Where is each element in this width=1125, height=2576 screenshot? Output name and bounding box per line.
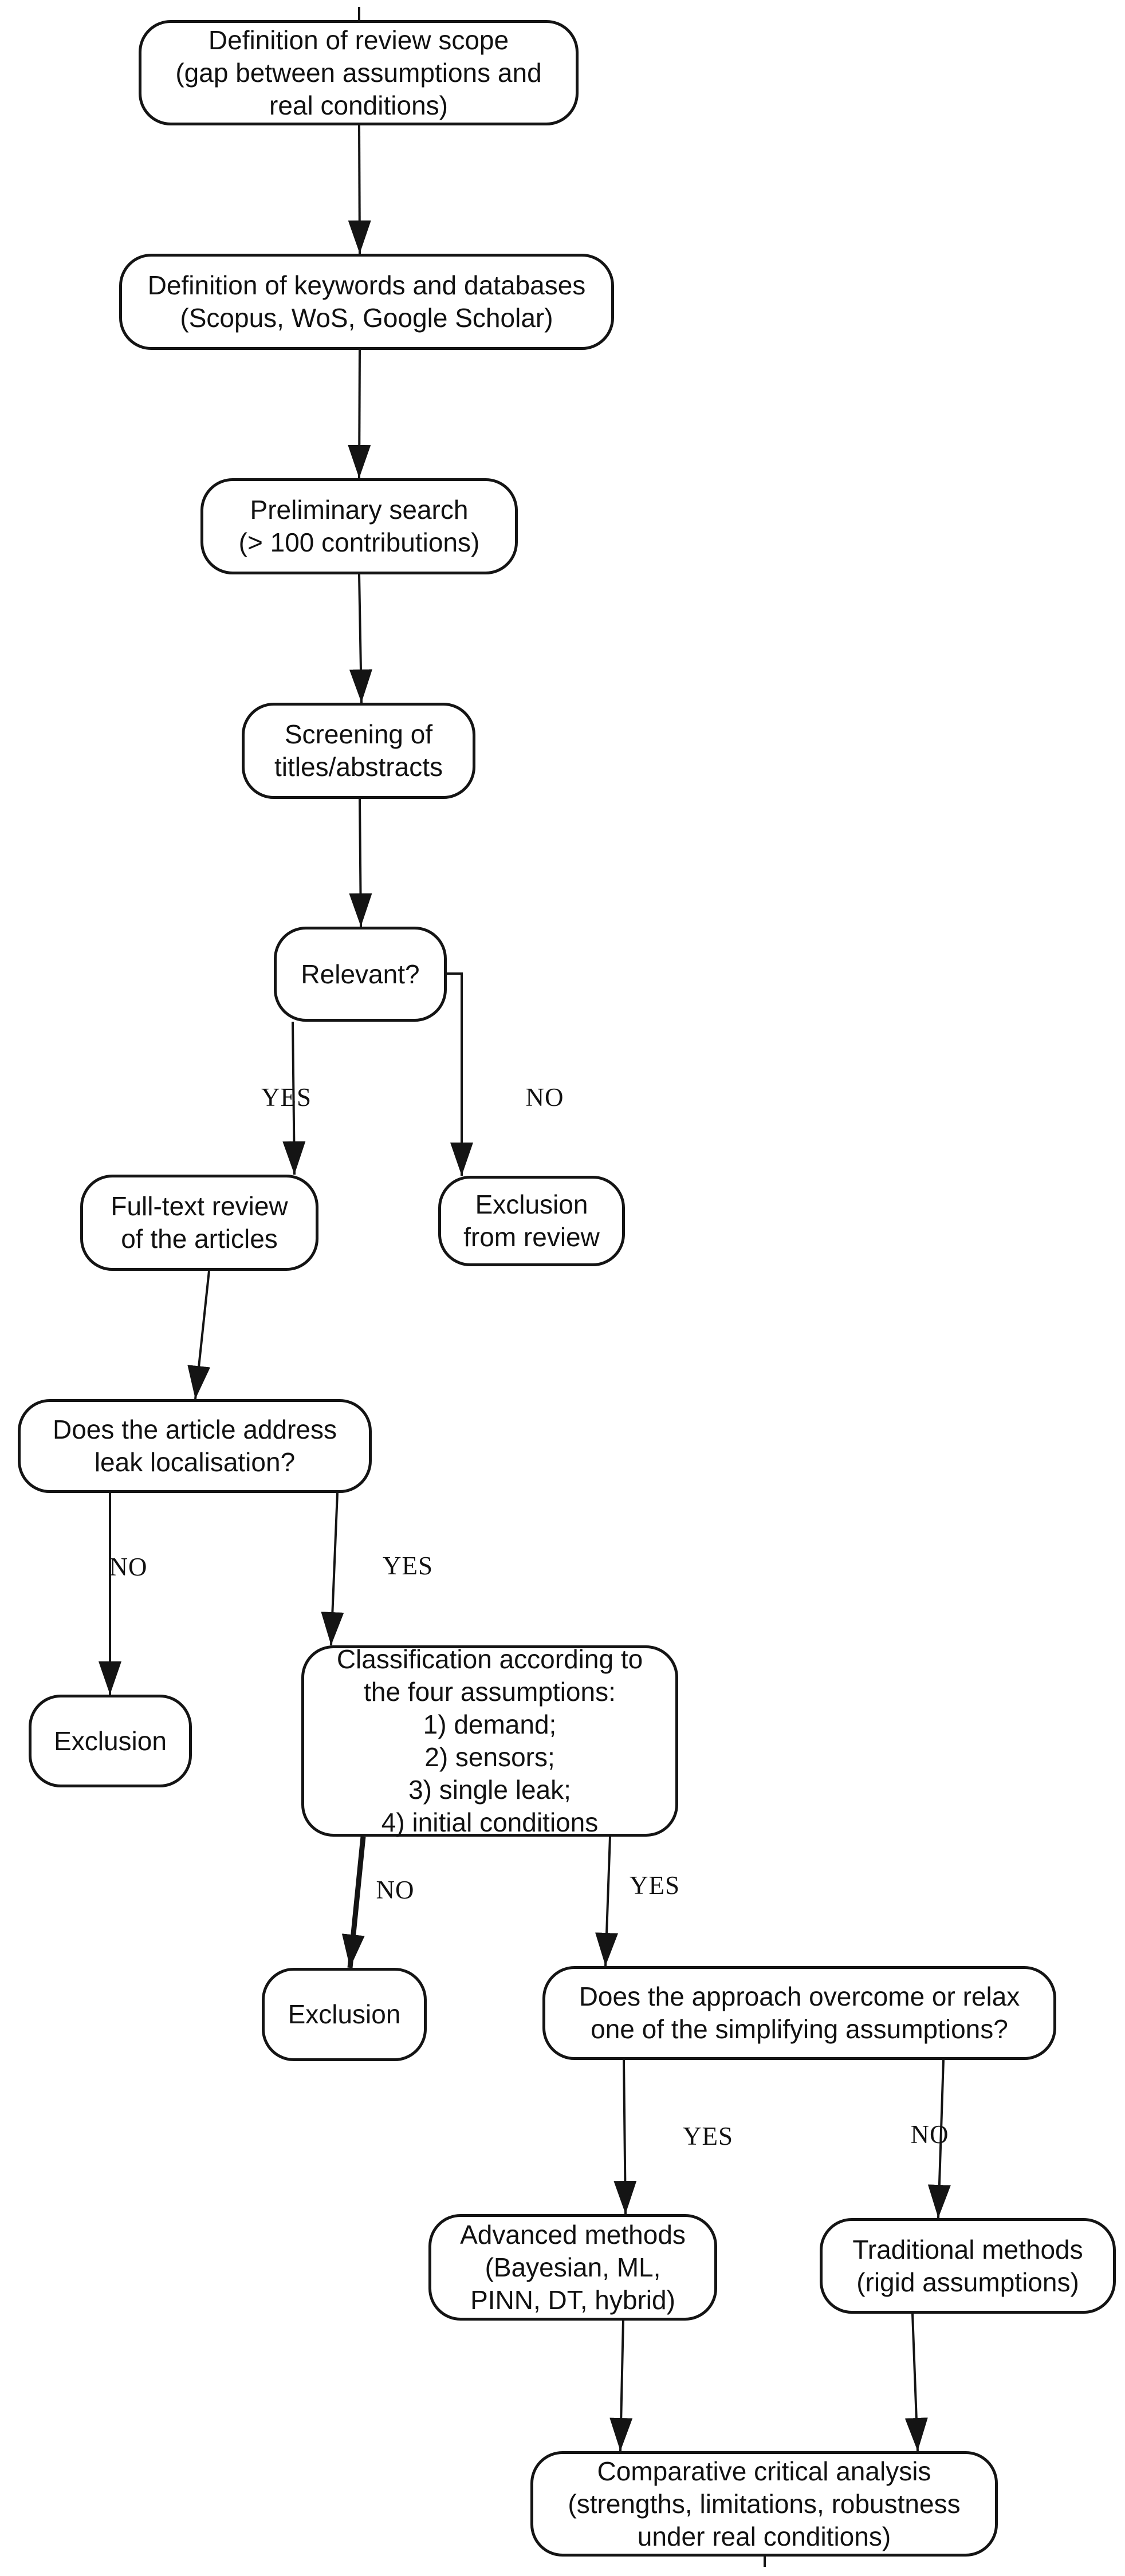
edge-fulltext-address	[187, 1270, 211, 1400]
node-exclusion-from-review: Exclusion from review	[438, 1176, 625, 1266]
edge-label-classification-yes: YES	[629, 1871, 680, 1900]
node-traditional-methods: Traditional methods (rigid assumptions)	[820, 2218, 1116, 2314]
edge-address-yes-classification	[321, 1492, 344, 1646]
node-full-text-review: Full-text review of the articles	[80, 1175, 318, 1271]
edge-label-address-yes: YES	[382, 1551, 434, 1580]
edge-label-classification-no: NO	[376, 1876, 415, 1904]
node-comparative-analysis: Comparative critical analysis (strengths…	[530, 2451, 998, 2557]
node-exclusion-1: Exclusion	[29, 1695, 192, 1787]
node-relevant: Relevant?	[274, 927, 447, 1022]
edge-classification-yes-approach	[595, 1836, 619, 1967]
edge-advanced-comparative	[609, 2319, 633, 2452]
node-address-leak-localisation: Does the article address leak localisati…	[18, 1399, 372, 1493]
edge-label-relevant-yes: YES	[261, 1083, 312, 1112]
edge-traditional-comparative	[904, 2313, 928, 2452]
node-preliminary-search: Preliminary search (> 100 contributions)	[200, 478, 518, 574]
edge-classification-no-exclusion2	[341, 1836, 366, 1968]
node-keywords-databases: Definition of keywords and databases (Sc…	[119, 254, 614, 350]
edge-label-relevant-no: NO	[525, 1083, 564, 1112]
edge-preliminary-screening	[349, 574, 372, 703]
edge-approach-yes-advanced	[613, 2059, 637, 2215]
node-approach-overcome: Does the approach overcome or relax one …	[542, 1966, 1056, 2060]
node-exclusion-2: Exclusion	[262, 1968, 427, 2061]
edge-keywords-preliminary	[348, 349, 371, 479]
edge-label-approach-no: NO	[910, 2120, 949, 2149]
node-review-scope: Definition of review scope (gap between …	[139, 20, 579, 125]
edge-scope-keywords	[348, 125, 371, 254]
node-screening: Screening of titles/abstracts	[242, 703, 475, 799]
edge-screening-relevant	[349, 798, 372, 927]
node-advanced-methods: Advanced methods (Bayesian, ML, PINN, DT…	[428, 2214, 717, 2321]
edge-relevant-no-exclusionreview	[446, 972, 473, 1176]
edge-label-approach-yes: YES	[682, 2122, 734, 2150]
node-classification: Classification according to the four ass…	[301, 1644, 678, 1837]
edge-label-address-no: NO	[109, 1553, 148, 1581]
